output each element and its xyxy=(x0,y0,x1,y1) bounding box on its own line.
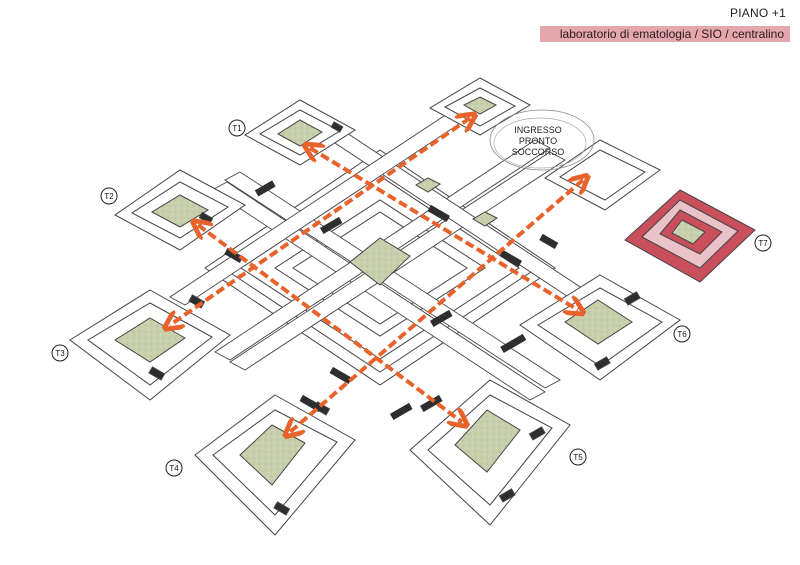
route-arrows xyxy=(170,118,583,432)
tower-label-T7: T7 xyxy=(754,234,772,252)
entrance-line-1: INGRESSO xyxy=(514,125,562,135)
floor-function-banner: laboratorio di ematologia / SIO / centra… xyxy=(540,26,790,42)
tower-label-T1: T1 xyxy=(228,119,246,137)
tower-T2 xyxy=(114,169,246,251)
tower-label-T5: T5 xyxy=(569,448,587,466)
tower-T3 xyxy=(69,289,231,401)
tower-T4 xyxy=(194,394,356,536)
svg-text:T6: T6 xyxy=(677,330,687,339)
svg-text:T2: T2 xyxy=(104,192,114,201)
svg-text:T4: T4 xyxy=(169,464,179,473)
tower-T7-highlighted xyxy=(624,189,756,283)
tower-T1 xyxy=(244,99,356,166)
tower-label-T2: T2 xyxy=(100,187,118,205)
svg-text:T5: T5 xyxy=(573,453,583,462)
svg-text:T7: T7 xyxy=(758,239,768,248)
tower-label-T4: T4 xyxy=(165,459,183,477)
floor-title: PIANO +1 xyxy=(730,6,786,20)
tower-label-T6: T6 xyxy=(673,325,691,343)
entrance-line-2: PRONTO xyxy=(519,136,557,146)
tower-label-T3: T3 xyxy=(51,344,69,362)
svg-text:T3: T3 xyxy=(55,349,65,358)
svg-text:T1: T1 xyxy=(232,124,242,133)
emergency-entrance: INGRESSO PRONTO SOCCORSO xyxy=(489,109,595,171)
entrance-line-3: SOCCORSO xyxy=(512,147,565,157)
